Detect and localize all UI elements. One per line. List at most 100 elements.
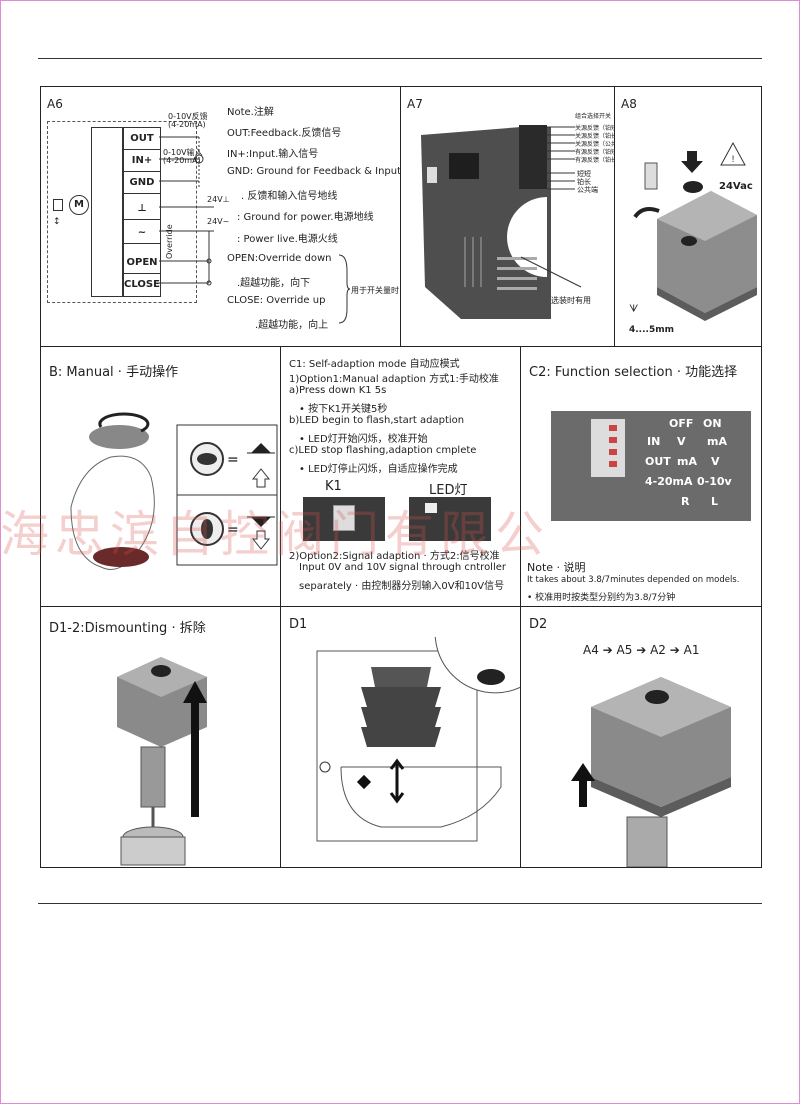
terminal-power-live: ~ [124,222,160,244]
c1-line-3: • 按下K1开关键5秒 [299,400,387,415]
a8-actuator-image: ! ᗐ [615,87,761,347]
c2-note-en: It takes about 3.8/7minutes depended on … [527,575,739,585]
arrow-right-icon: ➔ [636,643,650,657]
c1-option2-0: 2)Option2:Signal adaption · 方式2:信号校准 [289,547,500,562]
note-2: IN+:Input.输入信号 [227,145,318,160]
updown-arrow-icon: ↕ [53,217,61,227]
c2-row3-0: R [681,495,689,508]
a8-size: 4....5mm [629,325,674,335]
panel-b-title: B: Manual · 手动操作 [49,361,178,380]
motor-coupling-icon [53,199,63,211]
note-10: .超越功能，向上 [255,316,328,331]
brace-note: 用于开关量时 [351,285,399,296]
panel-c1: C1: Self-adaption mode 自动应模式 1)Option1:M… [281,347,521,607]
svg-text:=: = [227,452,239,468]
panel-b: B: Manual · 手动操作 == [41,347,281,607]
d1-detail-image [281,637,521,867]
terminal-out: OUT [124,128,160,150]
c1-photo-label-led: LED灯 [429,479,467,498]
override-label: Override [165,224,174,259]
c2-row1-0: OUT [645,455,671,468]
c1-line-0: C1: Self-adaption mode 自动应模式 [289,355,460,370]
c2-header-on: ON [703,417,722,430]
led-photo [409,497,491,541]
bottom-rule [38,903,762,904]
c1-option2-1: Input 0V and 10V signal through cntrolle… [299,562,506,573]
note-5: : Ground for power.电源地线 [237,208,374,223]
note-3: GND: Ground for Feedback & Input [227,166,401,177]
out-range-ma-label: (4-20mA) [168,120,206,129]
c2-row2-1: 0-10v [697,475,732,488]
a7-legend-4: 有源反馈（铂长） [575,155,615,164]
c1-line-6: c)LED stop flashing,adaption cmplete [289,445,476,456]
note-0: Note.注解 [227,103,274,118]
c2-row0-2: mA [707,435,727,448]
c2-note-cn: • 校准用时按类型分别约为3.8/7分钟 [527,590,675,603]
a7-side-2: 公共端 [577,185,598,195]
panel-c2: C2: Function selection · 功能选择 OFF ON IN … [521,347,761,607]
manual-grid: A6 OUT IN+ GND ⊥ ~ OPEN CLOSE M ↕ [40,86,762,868]
terminal-block: OUT IN+ GND ⊥ ~ OPEN CLOSE [123,127,161,297]
c1-line-5: • LED灯开始闪烁，校准开始 [299,430,428,445]
arrow-right-icon: ➔ [603,643,617,657]
a7-note: 选装时有用 [551,295,591,306]
d2-step-0: A4 [583,643,599,657]
panel-d2: D2 A4 ➔ A5 ➔ A2 ➔ A1 [521,607,761,867]
c2-header-off: OFF [669,417,693,430]
terminal-close: CLOSE [124,274,160,295]
in-range-ma-label: (4-20mA) [163,156,201,165]
a8-voltage: 24Vac [719,181,753,192]
panel-c2-title: C2: Function selection · 功能选择 [529,361,737,380]
note-7: OPEN:Override down [227,253,332,264]
panel-a7: A7 组合选择开关 关源反馈（铂短） 关源反馈（铂长） 关源反馈（公共） 有源反… [401,87,615,347]
d2-step-3: A1 [684,643,700,657]
terminal-rail [91,127,123,297]
v24dc-label: 24V⊥ [207,195,230,204]
arrow-right-icon: ➔ [670,643,684,657]
d2-step-1: A5 [617,643,633,657]
note-1: OUT:Feedback.反馈信号 [227,124,341,139]
a7-legend-title: 组合选择开关 [575,111,611,120]
c1-line-7: • LED灯停止闪烁，自适应操作完成 [299,460,458,475]
top-rule [38,58,762,59]
panel-d1: D1 [281,607,521,867]
terminal-ground-power: ⊥ [124,198,160,220]
panel-a6-label: A6 [47,97,63,111]
note-4: . 反馈和输入信号地线 [241,187,337,202]
panel-d12: D1-2:Dismounting · 拆除 [41,607,281,867]
svg-text:=: = [227,522,239,538]
terminal-gnd: GND [124,172,160,194]
c1-option2-2: separately · 由控制器分别输入0V和10V信号 [299,577,504,592]
panel-a8: A8 ! ᗐ 24Vac 4....5mm [615,87,761,347]
note-9: CLOSE: Override up [227,295,325,306]
panel-d2-title: D2 [529,617,547,632]
c2-row3-1: L [711,495,718,508]
panel-d12-title: D1-2:Dismounting · 拆除 [49,617,206,636]
c1-line-2: a)Press down K1 5s [289,385,386,396]
c2-note-title: Note · 说明 [527,559,586,575]
c1-photo-label-k1: K1 [325,479,342,494]
svg-text:!: ! [731,155,735,165]
terminal-open: OPEN [124,252,160,274]
brace-icon [337,253,351,325]
manual-operation-image: == [41,387,281,607]
k1-photo [303,497,385,541]
c2-row1-1: mA [677,455,697,468]
dismounting-image [41,637,281,867]
panel-d1-title: D1 [289,617,307,632]
v24ac-label: 24V~ [207,217,229,226]
c2-row0-0: IN [647,435,660,448]
c1-line-4: b)LED begin to flash,start adaption [289,415,464,426]
panel-a6: A6 OUT IN+ GND ⊥ ~ OPEN CLOSE M ↕ [41,87,401,347]
d2-actuator-image [521,667,761,867]
c2-row0-1: V [677,435,686,448]
c2-row1-2: V [711,455,720,468]
note-8: .超越功能，向下 [237,274,310,289]
c2-row2-0: 4-20mA [645,475,693,488]
d2-sequence: A4 ➔ A5 ➔ A2 ➔ A1 [583,643,699,657]
terminal-in: IN+ [124,150,160,172]
note-6: : Power live.电源火线 [237,230,338,245]
motor-icon: M [69,195,89,215]
svg-text:ᗐ: ᗐ [629,304,638,315]
d2-step-2: A2 [650,643,666,657]
